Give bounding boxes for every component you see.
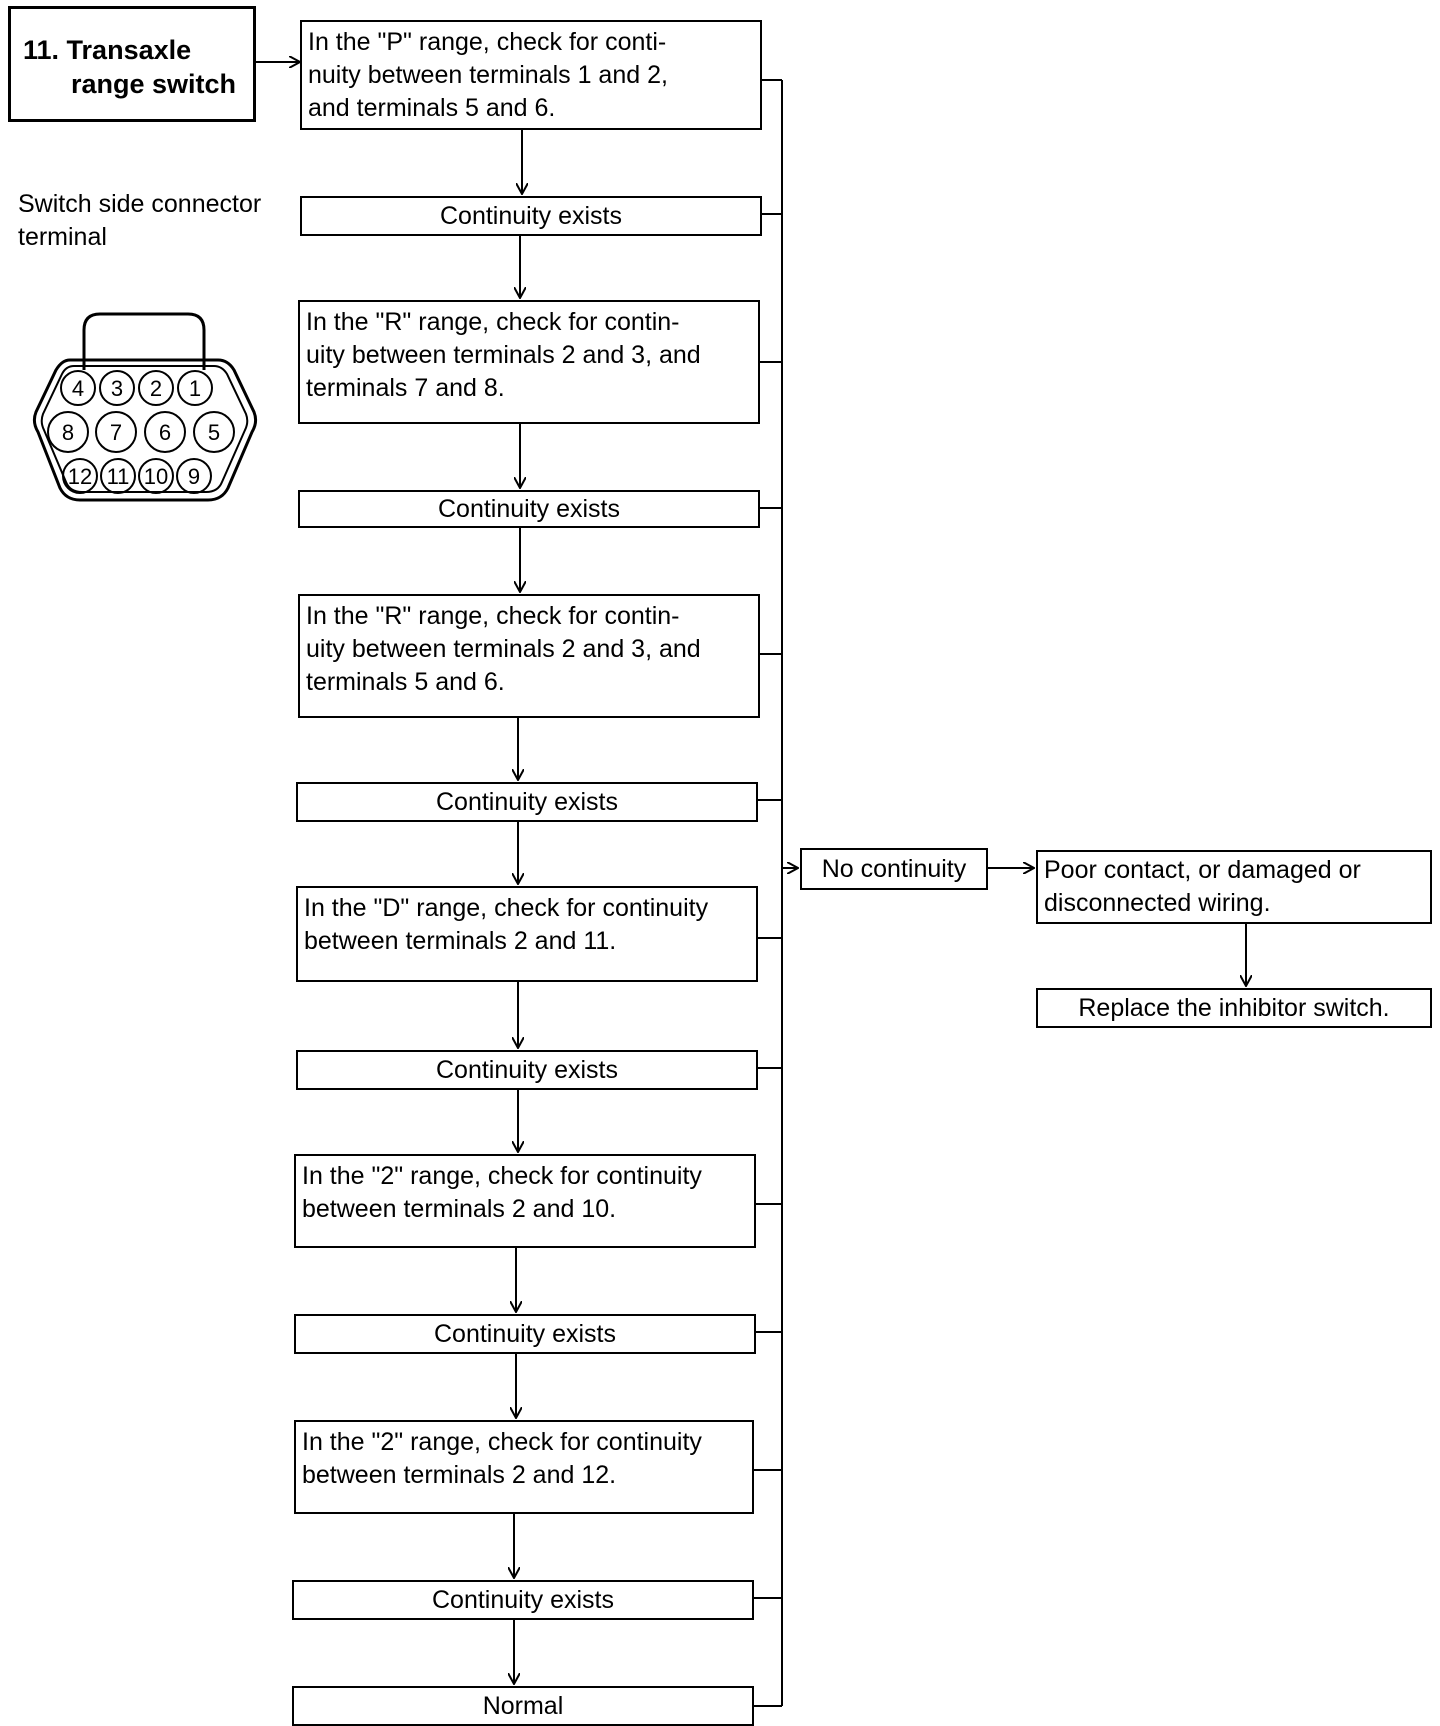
step-line: In the "R" range, check for contin- bbox=[306, 602, 680, 630]
step-check-r-range-2: In the "R" range, check for contin- uity… bbox=[298, 594, 760, 718]
step-check-d-range: In the "D" range, check for continuity b… bbox=[296, 886, 758, 982]
terminal-number: 11 bbox=[107, 464, 130, 489]
step-line: In the "D" range, check for continuity bbox=[304, 894, 709, 922]
section-title: 11. Transaxle range switch bbox=[8, 6, 256, 122]
terminal-number: 3 bbox=[111, 376, 123, 401]
terminal-number: 4 bbox=[72, 376, 84, 401]
terminal-number: 1 bbox=[189, 376, 201, 401]
terminal-number: 7 bbox=[110, 420, 122, 445]
step-line: In the "R" range, check for contin- bbox=[306, 308, 680, 336]
step-line: nuity between terminals 1 and 2, bbox=[308, 61, 668, 89]
result-label: Continuity exists bbox=[437, 494, 621, 523]
result-continuity-exists: Continuity exists bbox=[296, 782, 758, 822]
result-continuity-exists: Continuity exists bbox=[298, 490, 760, 528]
result-normal: Normal bbox=[292, 1686, 754, 1726]
terminal-pin bbox=[62, 458, 98, 494]
terminal-pin bbox=[99, 370, 135, 406]
step-line: between terminals 2 and 11. bbox=[304, 927, 617, 955]
step-line: between terminals 2 and 12. bbox=[302, 1461, 617, 1489]
step-line: and terminals 5 and 6. bbox=[308, 94, 556, 122]
connector-caption-line2: terminal bbox=[18, 223, 107, 251]
step-check-r-range-1: In the "R" range, check for contin- uity… bbox=[298, 300, 760, 424]
no-continuity-label: No continuity bbox=[821, 854, 967, 883]
result-continuity-exists: Continuity exists bbox=[292, 1580, 754, 1620]
step-line: In the "2" range, check for continuity bbox=[302, 1428, 702, 1456]
section-title-line1: 11. Transaxle bbox=[23, 35, 192, 65]
step-check-2-range-terminal-12: In the "2" range, check for continuity b… bbox=[294, 1420, 754, 1514]
terminal-pin bbox=[176, 458, 212, 494]
step-line: uity between terminals 2 and 3, and bbox=[306, 635, 701, 663]
result-label: Continuity exists bbox=[435, 1055, 619, 1084]
terminal-pin bbox=[138, 458, 174, 494]
cause-line: Poor contact, or damaged or bbox=[1044, 856, 1361, 884]
terminal-pin bbox=[138, 370, 174, 406]
terminal-number: 5 bbox=[208, 420, 220, 445]
connector-body-inner bbox=[40, 365, 249, 493]
connector-caption-line1: Switch side connector bbox=[18, 190, 262, 218]
step-line: uity between terminals 2 and 3, and bbox=[306, 341, 701, 369]
terminal-pin bbox=[47, 411, 89, 453]
connector-caption: Switch side connector terminal bbox=[18, 188, 261, 254]
step-line: terminals 7 and 8. bbox=[306, 374, 505, 402]
result-normal-label: Normal bbox=[482, 1691, 564, 1720]
connector-latch bbox=[82, 312, 206, 370]
terminal-number: 9 bbox=[188, 464, 200, 489]
terminal-pin bbox=[144, 411, 186, 453]
result-label: Continuity exists bbox=[435, 787, 619, 816]
result-label: Continuity exists bbox=[433, 1319, 617, 1348]
terminal-number: 10 bbox=[144, 464, 168, 489]
terminal-number: 2 bbox=[150, 376, 162, 401]
step-line: terminals 5 and 6. bbox=[306, 668, 505, 696]
connector-body-outer bbox=[32, 358, 258, 502]
step-check-p-range: In the "P" range, check for conti- nuity… bbox=[300, 20, 762, 130]
result-label: Continuity exists bbox=[431, 1585, 615, 1614]
connector-diagram: 4 3 2 1 8 7 6 5 12 11 10 9 bbox=[32, 312, 258, 502]
section-title-line2: range switch bbox=[71, 69, 237, 99]
terminal-number: 12 bbox=[68, 464, 92, 489]
cause-box: Poor contact, or damaged or disconnected… bbox=[1036, 850, 1432, 924]
result-continuity-exists: Continuity exists bbox=[296, 1050, 758, 1090]
result-no-continuity: No continuity bbox=[800, 848, 988, 890]
step-check-2-range-terminal-10: In the "2" range, check for continuity b… bbox=[294, 1154, 756, 1248]
terminal-number: 6 bbox=[159, 420, 171, 445]
terminal-pin bbox=[100, 458, 136, 494]
terminal-number: 8 bbox=[62, 420, 74, 445]
terminal-pin bbox=[60, 370, 96, 406]
result-label: Continuity exists bbox=[439, 201, 623, 230]
terminal-pin bbox=[193, 411, 235, 453]
step-line: In the "2" range, check for continuity bbox=[302, 1162, 702, 1190]
action-label: Replace the inhibitor switch. bbox=[1078, 993, 1390, 1022]
cause-line: disconnected wiring. bbox=[1044, 889, 1271, 917]
terminal-pin bbox=[95, 411, 137, 453]
step-line: In the "P" range, check for conti- bbox=[308, 28, 667, 56]
action-box: Replace the inhibitor switch. bbox=[1036, 988, 1432, 1028]
result-continuity-exists: Continuity exists bbox=[294, 1314, 756, 1354]
terminal-pin bbox=[177, 370, 213, 406]
step-line: between terminals 2 and 10. bbox=[302, 1195, 617, 1223]
result-continuity-exists: Continuity exists bbox=[300, 196, 762, 236]
